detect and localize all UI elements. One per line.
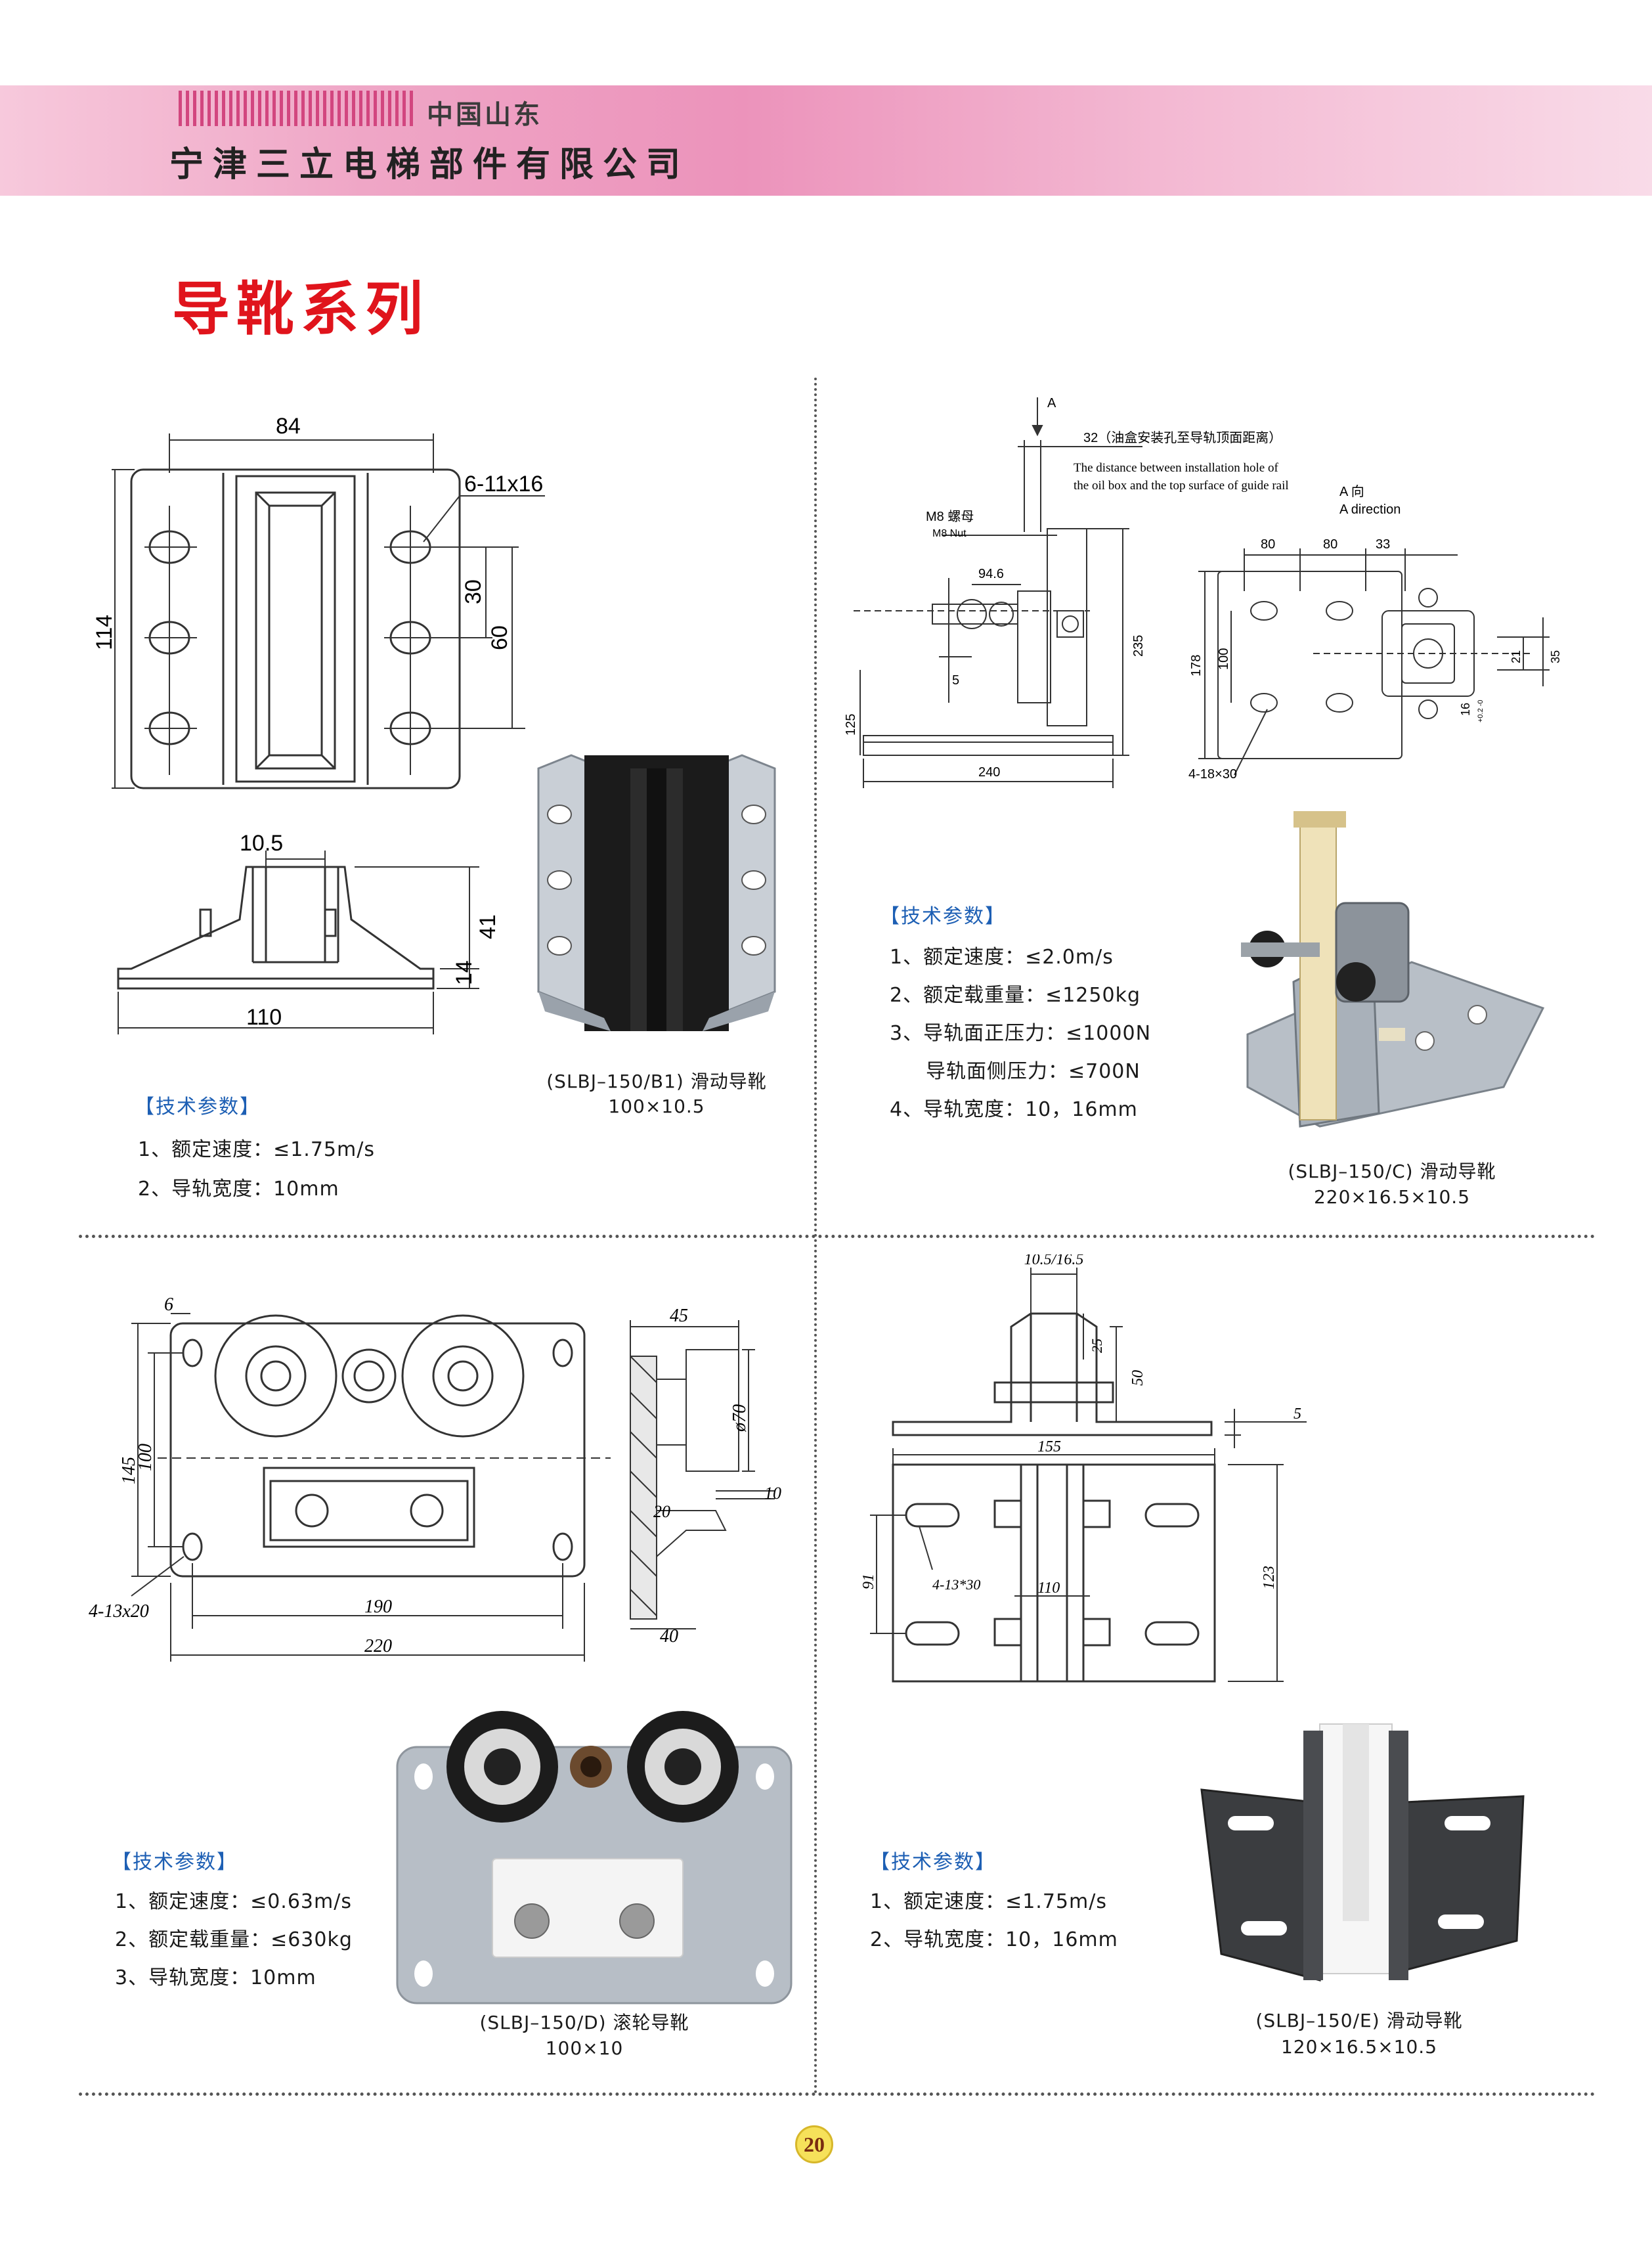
c-param-normal-pressure: 3、导轨面正压力：≤1000N [890, 1022, 1152, 1045]
page-number: 20 [795, 2125, 833, 2163]
e-dim-holes: 4-13*30 [932, 1576, 980, 1593]
c-dim-240: 240 [978, 765, 1000, 780]
region-label: 中国山东 [427, 99, 542, 130]
c-dim-100: 100 [1217, 648, 1231, 670]
c-caption-size: 220×16.5×10.5 [1313, 1186, 1471, 1208]
e-product-photo [1200, 1723, 1525, 1981]
c-dim-94-6: 94.6 [978, 567, 1004, 581]
dim-41: 41 [475, 914, 500, 939]
e-param-speed: 1、额定速度：≤1.75m/s [870, 1890, 1107, 1913]
dim-30: 30 [461, 579, 486, 604]
dim-84: 84 [276, 414, 301, 439]
e-caption-model: (SLBJ–150/E) 滑动导靴 [1255, 2010, 1463, 2031]
d-param-load: 2、额定载重量：≤630kg [115, 1928, 353, 1951]
d-dim-40: 40 [660, 1626, 678, 1647]
d-dim-190: 190 [364, 1597, 392, 1617]
d-dim-145: 145 [119, 1457, 139, 1484]
c-dim-16: 16 [1459, 703, 1472, 716]
dim-114: 114 [92, 615, 117, 650]
dim-14: 14 [452, 960, 477, 985]
c-param-side-pressure: 导轨面侧压力：≤700N [926, 1060, 1141, 1083]
d-dim-220: 220 [364, 1636, 392, 1656]
d-product-photo [396, 1711, 793, 2004]
e-param-rail: 2、导轨宽度：10，16mm [870, 1928, 1118, 1951]
d-dim-holes: 4-13x20 [89, 1601, 149, 1622]
b1-caption-model: (SLBJ–150/B1) 滑动导靴 [546, 1071, 767, 1092]
b1-caption-size: 100×10.5 [608, 1096, 705, 1117]
b1-param-rail: 2、导轨宽度：10mm [138, 1178, 339, 1201]
dim-60: 60 [487, 625, 512, 650]
c-product-photo [1241, 811, 1545, 1128]
c-dim-33: 33 [1376, 537, 1390, 552]
c-dim-35: 35 [1549, 650, 1562, 663]
dim-holes: 6-11x16 [464, 472, 543, 497]
c-caption-model: (SLBJ–150/C) 滑动导靴 [1288, 1161, 1496, 1182]
header-band: 中国山东 宁津三立电梯部件有限公司 [0, 85, 1652, 196]
c-dim-32: 32（油盒安装孔至导轨顶面距离） [1083, 430, 1282, 445]
c-dim-5: 5 [952, 673, 959, 688]
b1-product-photo [537, 754, 776, 1031]
b1-params-heading: 【技术参数】 [135, 1096, 261, 1118]
c-dim-125: 125 [844, 714, 858, 736]
e-dim-91: 91 [860, 1574, 877, 1589]
e-dim-155: 155 [1037, 1438, 1061, 1455]
c-technical-drawing: A 32（油盒安装孔至导轨顶面距离） The distance between … [844, 396, 1562, 788]
d-technical-drawing: 6 145 100 4-13x20 190 220 45 ø70 10 20 4… [89, 1295, 781, 1662]
c-a-direction-en: A direction [1339, 502, 1401, 517]
company-name: 宁津三立电梯部件有限公司 [169, 144, 690, 185]
c-dim-tolerance: +0.2 -0 [1477, 699, 1485, 722]
dim-110: 110 [246, 1005, 282, 1030]
d-dim-70: ø70 [729, 1404, 750, 1432]
d-caption-size: 100×10 [545, 2037, 624, 2059]
e-caption-size: 120×16.5×10.5 [1280, 2036, 1438, 2058]
e-params-heading: 【技术参数】 [870, 1851, 996, 1874]
d-caption-model: (SLBJ–150/D) 滚轮导靴 [479, 2012, 689, 2033]
page-title: 导靴系列 [172, 275, 430, 343]
e-dim-50: 50 [1129, 1370, 1146, 1386]
c-param-rail: 4、导轨宽度：10，16mm [890, 1098, 1138, 1121]
c-a-direction-cn: A 向 [1339, 484, 1364, 499]
b1-technical-drawing: 84 6-11x16 114 30 60 10.5 41 14 110 [92, 414, 545, 1034]
c-nut-cn: M8 螺母 [926, 509, 974, 524]
e-dim-5: 5 [1293, 1406, 1301, 1423]
c-dim-21: 21 [1510, 650, 1523, 663]
d-param-rail: 3、导轨宽度：10mm [115, 1966, 316, 1989]
c-param-load: 2、额定载重量：≤1250kg [890, 984, 1141, 1007]
c-dim-holes: 4-18×30 [1188, 767, 1237, 782]
e-dim-10-5: 10.5/16.5 [1024, 1254, 1084, 1268]
divider-bottom [79, 2092, 1596, 2096]
divider-middle [79, 1235, 1596, 1238]
c-dim-235: 235 [1131, 635, 1146, 657]
dim-10-5: 10.5 [240, 831, 283, 856]
c-dim-80b: 80 [1323, 537, 1337, 552]
d-dim-20: 20 [653, 1502, 670, 1521]
e-dim-25: 25 [1089, 1339, 1105, 1353]
c-dim-80a: 80 [1261, 537, 1275, 552]
d-params-heading: 【技术参数】 [112, 1851, 238, 1874]
d-dim-6: 6 [164, 1295, 173, 1315]
b1-param-speed: 1、额定速度：≤1.75m/s [138, 1138, 375, 1161]
d-dim-45: 45 [670, 1306, 688, 1326]
c-params-heading: 【技术参数】 [880, 905, 1006, 928]
c-note-en-1: The distance between installation hole o… [1074, 461, 1278, 475]
c-nut-en: M8 Nut [932, 528, 967, 539]
c-note-en-2: the oil box and the top surface of guide… [1074, 479, 1289, 493]
e-technical-drawing: 10.5/16.5 25 50 5 155 4-13*30 91 110 123 [860, 1254, 1307, 1683]
c-param-speed: 1、额定速度：≤2.0m/s [890, 946, 1114, 969]
d-param-speed: 1、额定速度：≤0.63m/s [115, 1890, 352, 1913]
d-dim-10: 10 [764, 1484, 781, 1503]
d-dim-100: 100 [135, 1444, 156, 1471]
e-dim-123: 123 [1261, 1566, 1278, 1589]
barcode-decoration [179, 91, 415, 126]
c-arrow-a: A [1047, 396, 1056, 410]
e-dim-110: 110 [1037, 1580, 1060, 1597]
c-dim-178: 178 [1189, 655, 1204, 676]
